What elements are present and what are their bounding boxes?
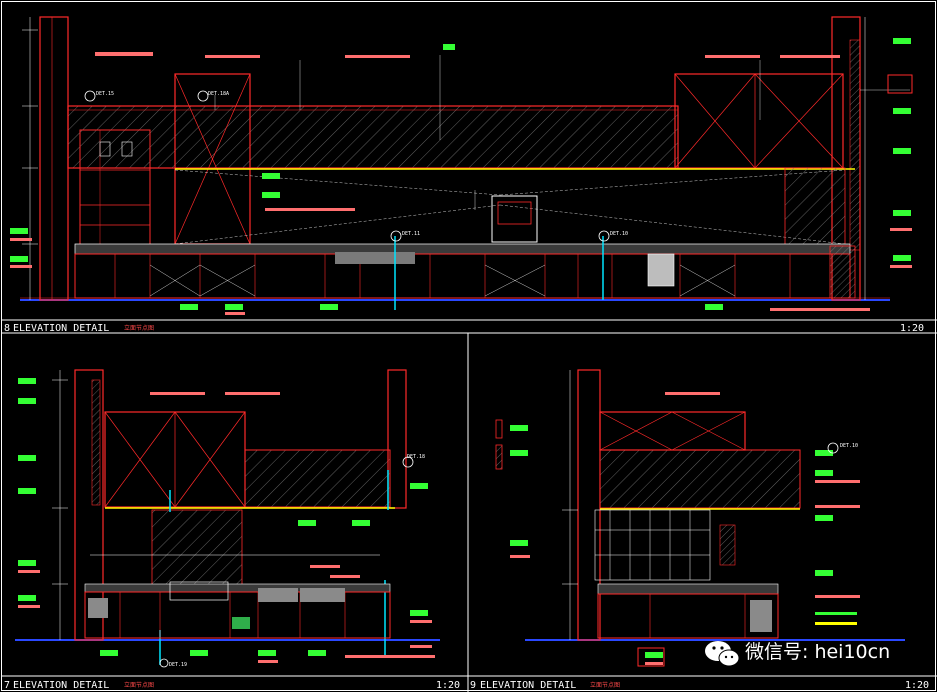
- det-mark-1: DET.15: [96, 91, 114, 97]
- panel-scale-7: 1:20: [436, 680, 460, 691]
- panel-scale-9: 1:20: [905, 680, 929, 691]
- panel-scale-8: 1:20: [900, 323, 924, 334]
- det-mark-5: DET.18: [407, 454, 425, 460]
- panel-title-9: ELEVATION DETAIL: [480, 680, 576, 691]
- elevation-7: DET.18 DET.19: [15, 369, 440, 668]
- watermark-text: 微信号: hei10cn: [745, 641, 890, 663]
- panel-number-8: 8: [4, 323, 10, 334]
- panel-subtitle-7: 立面节点图: [124, 681, 154, 689]
- det-mark-7: DET.19: [169, 662, 187, 668]
- title-bar-9: 9 ELEVATION DETAIL 立面节点图 1:20: [470, 680, 929, 691]
- det-mark-2: DET.18A: [208, 91, 229, 97]
- elevation-9: DET.10: [495, 369, 905, 667]
- det-mark-3: DET.11: [402, 231, 420, 237]
- title-bar-8: 8 ELEVATION DETAIL 立面节点图 1:20: [4, 323, 924, 334]
- watermark: 微信号: hei10cn: [705, 641, 890, 667]
- det-mark-6: DET.10: [840, 443, 858, 449]
- panel-number-9: 9: [470, 680, 476, 691]
- wechat-icon: [705, 641, 740, 667]
- elevation-8: DET.15 DET.18A DET.11 DET.10: [10, 16, 913, 315]
- panel-number-7: 7: [4, 680, 10, 691]
- det-mark-4: DET.10: [610, 231, 628, 237]
- panel-title-8: ELEVATION DETAIL: [13, 323, 109, 334]
- title-bar-7: 7 ELEVATION DETAIL 立面节点图 1:20: [4, 680, 460, 691]
- panel-subtitle-9: 立面节点图: [590, 681, 620, 689]
- panel-subtitle-8: 立面节点图: [124, 324, 154, 332]
- panel-title-7: ELEVATION DETAIL: [13, 680, 109, 691]
